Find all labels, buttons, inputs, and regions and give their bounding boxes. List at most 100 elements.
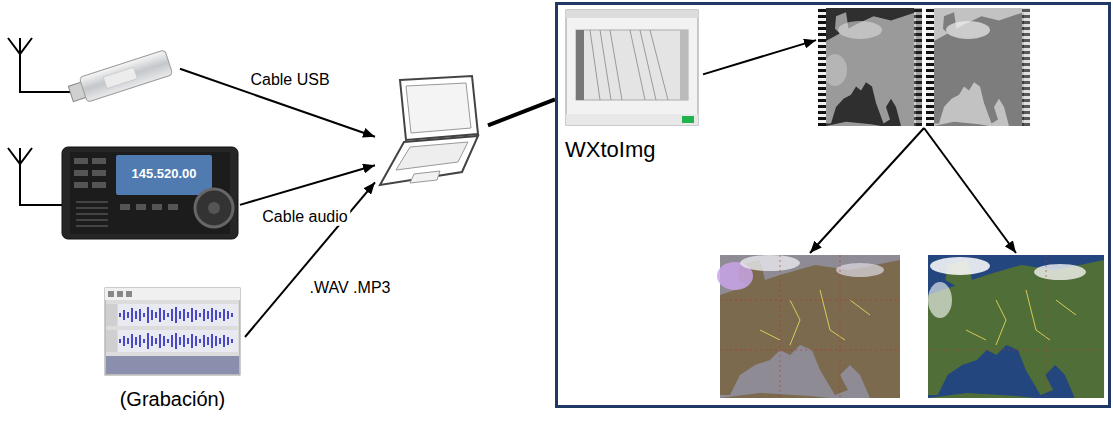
audio-recording-picture [126, 291, 132, 297]
wxtoimg-screenshot [566, 10, 698, 18]
true-color-image [928, 260, 1104, 398]
radio-picture [116, 155, 212, 195]
false-color-image [740, 255, 800, 271]
edge-label: Cable audio [259, 208, 350, 226]
edge-label-anchor: Cable audio [259, 208, 350, 226]
true-color-image [966, 290, 1076, 345]
audio-recording-picture [120, 333, 232, 349]
true-color-image [928, 255, 1104, 398]
radio-picture [62, 147, 238, 239]
connector-arrow [180, 69, 375, 137]
raw-satellite-images [914, 8, 922, 126]
radio-picture [208, 202, 220, 214]
audio-recording-picture [106, 356, 239, 374]
audio-recording-picture [105, 288, 240, 375]
true-color-image [930, 257, 990, 275]
radio-picture [168, 204, 178, 210]
raw-satellite-images [934, 12, 1024, 126]
sdr-dongle [66, 40, 180, 112]
output-panel: WXtoImg [555, 2, 1111, 408]
connector-arrow [924, 128, 1016, 253]
sdr-dongle-picture [79, 50, 173, 103]
raw-satellite-images [838, 21, 882, 39]
sdr-dongle-picture [67, 50, 173, 107]
wxtoimg-screenshot [566, 10, 698, 125]
raw-images [816, 6, 1032, 128]
true-color-image [1034, 264, 1086, 280]
radio-picture [74, 158, 88, 164]
raw-satellite-images [818, 8, 1030, 126]
edge-label: Cable USB [247, 71, 332, 89]
laptop-picture [380, 136, 478, 185]
radio-picture [92, 170, 106, 176]
wxtoimg-screenshot [566, 114, 698, 125]
radio-picture [62, 147, 238, 239]
laptop-picture [406, 83, 471, 133]
true-color-image [926, 253, 1106, 400]
raw-satellite-images [926, 8, 934, 126]
audio-recording-picture [106, 304, 117, 326]
audio-recording-picture [118, 330, 238, 352]
radio-picture [120, 204, 130, 210]
true-color-image [928, 255, 1104, 398]
false-color-image [760, 290, 870, 345]
wxtoimg-window: WXtoImg [563, 8, 703, 166]
raw-satellite-images [818, 8, 922, 126]
audio-recording-picture [106, 330, 117, 352]
raw-satellite-images [926, 8, 1030, 126]
false-color-image [718, 253, 902, 400]
radio-picture [92, 158, 106, 164]
laptop-picture [410, 171, 440, 183]
false-color-image [717, 255, 900, 398]
radio-picture [195, 189, 233, 227]
wxtoimg-screenshot [682, 116, 694, 123]
wxtoimg-screenshot [680, 30, 688, 100]
connector-arrow [488, 99, 555, 125]
edge-label-anchor: Cable USB [247, 71, 332, 89]
antenna-symbol [8, 148, 62, 205]
radio-picture [74, 170, 88, 176]
laptop-picture [396, 142, 468, 170]
audio-recording-picture [120, 307, 232, 323]
software-name: WXtoImg [565, 137, 655, 162]
true-color-image [928, 255, 1104, 398]
edge-label: .WAV .MP3 [307, 279, 394, 297]
raw-satellite-images [946, 21, 990, 39]
raw-satellite-images [823, 54, 847, 86]
laptop [375, 74, 488, 188]
radio-picture [136, 204, 146, 210]
audio-recording-picture [117, 291, 123, 297]
radio-picture [76, 202, 108, 226]
edge-label-anchor: .WAV .MP3 [307, 279, 394, 297]
raw-satellite-images [1022, 8, 1030, 126]
audio-recording-picture [105, 288, 240, 375]
true-color-image [928, 282, 952, 318]
false-color-image [720, 255, 900, 398]
radio-transceiver: 145.520.00 [60, 145, 240, 240]
raw-satellite-images [818, 8, 826, 126]
laptop-picture [400, 76, 478, 140]
antenna-symbol [8, 38, 70, 92]
display-readout: 145.520.00 [116, 167, 212, 182]
connector-arrow [703, 40, 816, 74]
false-color-image [836, 263, 884, 277]
audio-recording-picture [108, 291, 114, 297]
antenna-symbol [8, 38, 70, 205]
wxtoimg-screenshot [566, 10, 698, 125]
audio-recording-picture [118, 304, 238, 326]
laptop-picture [380, 76, 478, 185]
connector-arrow [810, 128, 924, 253]
radio-picture [152, 204, 162, 210]
wxtoimg-screenshot [576, 30, 688, 100]
wxtoimg-screenshot [590, 30, 668, 100]
sdr-dongle-picture [103, 67, 137, 88]
audio-recording-picture [105, 288, 240, 300]
audio-recording: (Grabación) [100, 285, 245, 415]
connector-arrow [240, 165, 375, 205]
radio-picture [74, 182, 88, 188]
wxtoimg-screenshot [576, 30, 584, 100]
recording-caption: (Grabación) [120, 388, 226, 411]
